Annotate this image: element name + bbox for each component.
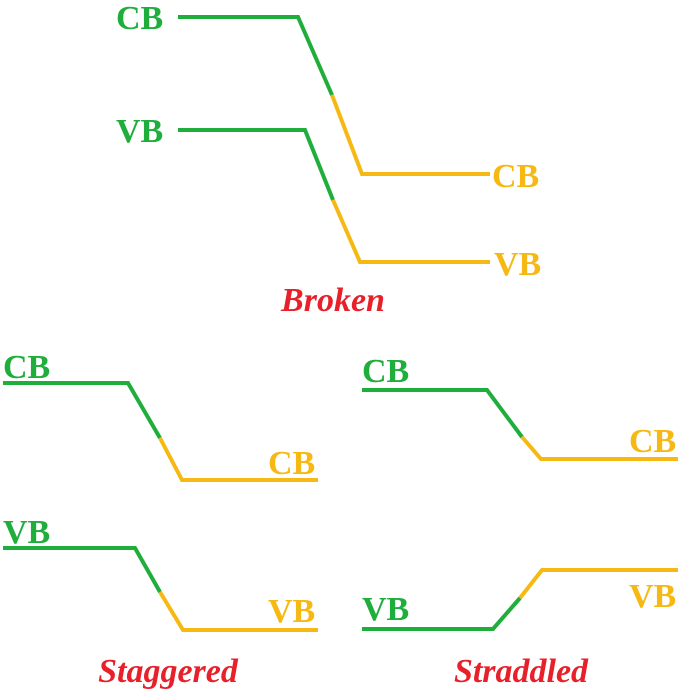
- straddled-vb-left-segment: [362, 596, 522, 631]
- straddled-vb-right-segment: [518, 568, 678, 600]
- staggered-caption: Staggered: [98, 653, 239, 690]
- panel-broken: CB VB CB VB Broken: [116, 0, 541, 319]
- staggered-vb-left-segment: [3, 546, 162, 593]
- staggered-vb-line: [3, 546, 318, 632]
- staggered-cb-line: [3, 381, 318, 482]
- staggered-cb-right-segment: [158, 437, 318, 482]
- straddled-caption: Straddled: [454, 653, 589, 690]
- broken-caption: Broken: [280, 282, 385, 319]
- straddled-vb-right-label: VB: [629, 578, 676, 615]
- staggered-vb-right-label: VB: [268, 593, 315, 630]
- straddled-cb-line: [362, 388, 678, 461]
- broken-cb-left-segment: [178, 15, 334, 96]
- staggered-cb-left-label: CB: [3, 349, 50, 386]
- broken-vb-right-label: VB: [494, 246, 541, 283]
- broken-cb-line: [178, 15, 490, 176]
- staggered-cb-right-label: CB: [268, 445, 315, 482]
- broken-vb-right-segment: [331, 199, 490, 264]
- straddled-vb-line: [362, 568, 678, 631]
- staggered-vb-right-segment: [158, 590, 318, 632]
- straddled-cb-right-label: CB: [629, 423, 676, 460]
- staggered-cb-left-segment: [3, 381, 162, 440]
- panel-staggered: CB VB CB VB Staggered: [3, 349, 318, 690]
- broken-vb-line: [178, 128, 490, 264]
- broken-vb-left-segment: [178, 128, 335, 201]
- staggered-vb-left-label: VB: [3, 514, 50, 551]
- panel-straddled: CB VB CB VB Straddled: [362, 353, 678, 690]
- broken-cb-left-label: CB: [116, 0, 163, 37]
- broken-cb-right-label: CB: [492, 158, 539, 195]
- straddled-cb-left-label: CB: [362, 353, 409, 390]
- broken-cb-right-segment: [330, 94, 490, 176]
- straddled-vb-left-label: VB: [362, 591, 409, 628]
- straddled-cb-left-segment: [362, 388, 524, 439]
- broken-vb-left-label: VB: [116, 113, 163, 150]
- straddled-cb-right-segment: [520, 435, 678, 461]
